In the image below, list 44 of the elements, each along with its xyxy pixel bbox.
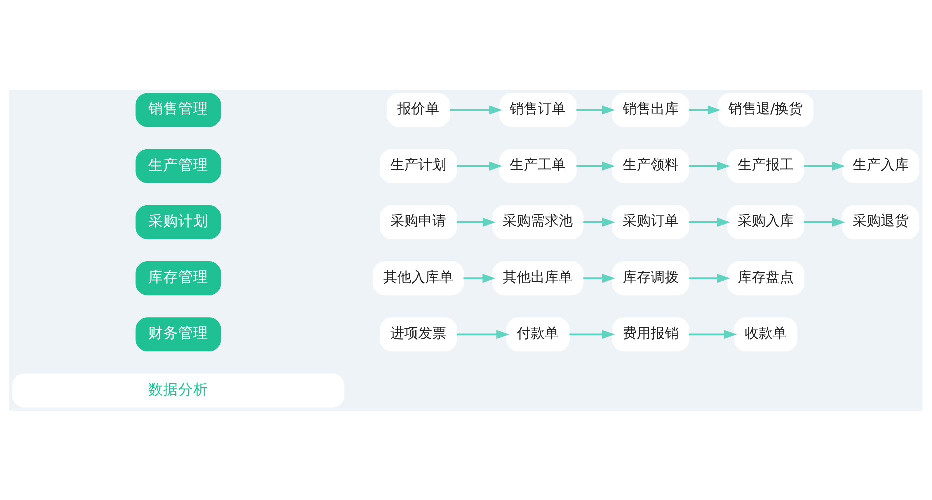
node-box: 生产计划 — [380, 148, 458, 183]
node-box: 其他入库单 — [373, 261, 464, 296]
node-box: 财务管理 — [136, 317, 222, 352]
node-box: 报价单 — [386, 92, 450, 127]
node-box: 其他出库单 — [492, 261, 584, 296]
node-box: 采购申请 — [380, 204, 458, 239]
arrow — [584, 217, 616, 226]
node-box: 生产工单 — [500, 148, 577, 183]
node-box: 采购需求池 — [492, 204, 584, 239]
node-box: 采购退货 — [842, 204, 920, 239]
node-box: 生产报工 — [727, 148, 804, 183]
node-box: 生产入库 — [842, 148, 920, 183]
node-box: 费用报销 — [612, 317, 690, 352]
arrow — [689, 274, 730, 283]
arrow — [576, 161, 616, 170]
arrow — [464, 274, 496, 283]
arrow — [457, 161, 502, 170]
node-box: 销售出库 — [612, 92, 690, 127]
node-box: 生产领料 — [612, 148, 690, 183]
node-box: 采购计划 — [136, 204, 222, 239]
arrow — [457, 330, 510, 339]
node-box: 销售订单 — [500, 92, 577, 127]
arrow — [804, 161, 846, 170]
node-box: 销售管理 — [136, 92, 222, 127]
arrow — [689, 161, 730, 170]
node-box: 采购订单 — [612, 204, 690, 239]
node-box: 付款单 — [506, 317, 570, 352]
arrow — [576, 105, 616, 114]
arrow — [689, 105, 721, 114]
node-box: 采购入库 — [727, 204, 804, 239]
node-box: 生产管理 — [136, 148, 222, 183]
arrow — [570, 330, 616, 339]
node-box: 库存管理 — [136, 261, 222, 296]
arrow — [584, 274, 616, 283]
arrow — [450, 105, 502, 114]
node-box: 销售退/换货 — [718, 92, 814, 127]
node-box: 收款单 — [734, 317, 798, 352]
arrow — [457, 217, 496, 226]
node-box: 库存盘点 — [727, 261, 804, 296]
node-box: 进项发票 — [380, 317, 458, 352]
arrow — [689, 330, 738, 339]
node-box: 库存调拨 — [612, 261, 690, 296]
arrow — [689, 217, 730, 226]
arrow — [804, 217, 846, 226]
